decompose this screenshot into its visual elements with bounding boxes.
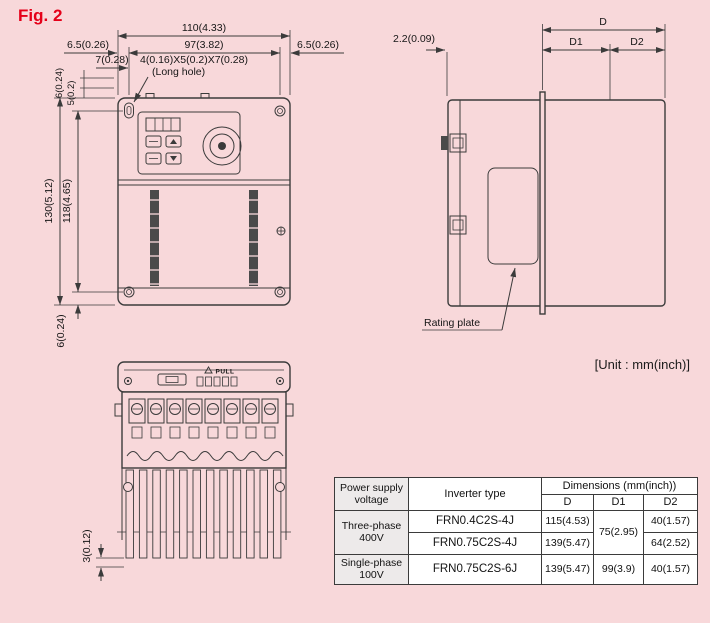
cell-d: 139(5.47): [541, 553, 594, 585]
side-view-dimensions: D D1 D2 2.2(0.09) Rating plate: [393, 16, 666, 331]
header-power-supply-voltage: Power supply voltage: [334, 477, 409, 511]
cell-inverter-type: FRN0.75C2S-4J: [408, 531, 542, 555]
keypad-dial: [202, 126, 242, 166]
bottom-view-dimensions: 3(0.12): [81, 529, 124, 581]
dim-top-small-1-label: 6(0.24): [54, 68, 65, 98]
heatsink-fins: [125, 469, 282, 559]
side-tab: [114, 403, 123, 417]
mounting-hole-bottom-right: [274, 286, 286, 298]
top-tab: [145, 93, 155, 99]
table-row: Single-phase 100V FRN0.75C2S-6J 139(5.47…: [334, 553, 698, 585]
pull-label: PULL: [216, 369, 235, 376]
vent-slot-right: [249, 190, 258, 286]
mounting-tab: [441, 136, 448, 150]
header-col-d1: D1: [593, 494, 644, 511]
mounting-hole-top-right: [274, 105, 286, 117]
top-tab: [200, 93, 210, 99]
cell-power-single-phase: Single-phase 100V: [334, 553, 409, 585]
header-col-d2: D2: [643, 494, 698, 511]
din-clip: [449, 215, 467, 235]
front-view: [117, 93, 291, 306]
cell-d: 115(4.53): [541, 509, 594, 533]
dim-fin-label: 3(0.12): [81, 529, 93, 562]
mounting-hole-bottom-left: [123, 286, 135, 298]
cell-power-three-phase: Three-phase 400V: [334, 509, 409, 555]
long-mounting-hole: [124, 102, 134, 119]
connector-row: [196, 376, 238, 387]
dimensions-table: Power supply voltage Inverter type Dimen…: [334, 477, 698, 585]
dim-depth-total-label: D: [599, 16, 607, 28]
cell-d: 139(5.47): [541, 531, 594, 555]
cover-screw: [276, 377, 284, 385]
keypad-button: [145, 135, 162, 148]
dim-height-inner-label: 118(4.65): [61, 179, 73, 223]
vent-slot-left: [150, 190, 159, 286]
cell-d2: 40(1.57): [643, 553, 698, 585]
dim-plate-thickness-label: 2.2(0.09): [393, 33, 435, 45]
latch: [157, 373, 187, 386]
bottom-view: PULL: [114, 361, 294, 559]
cover-screw: [124, 377, 132, 385]
dim-hole-offset-label: 7(0.28): [95, 54, 128, 66]
header-col-d: D: [541, 494, 594, 511]
table-row: Three-phase 400V FRN0.4C2S-4J 115(4.53) …: [334, 509, 698, 555]
figure-label: Fig. 2: [18, 6, 63, 25]
unit-note: [Unit : mm(inch)]: [594, 357, 690, 372]
terminal-blocks: [128, 398, 279, 439]
keypad-panel: [137, 111, 242, 175]
cell-inverter-type: FRN0.4C2S-4J: [408, 509, 542, 533]
dim-margin-left-label: 6.5(0.26): [67, 39, 109, 51]
dim-height-total-label: 130(5.12): [43, 179, 55, 224]
header-inverter-type: Inverter type: [408, 477, 542, 511]
dim-depth-front-label: D1: [569, 36, 583, 48]
mounting-hole: [275, 482, 285, 492]
dim-bottom-margin-label: 6(0.24): [55, 314, 67, 347]
cell-d1: 75(2.95): [593, 509, 644, 555]
mounting-flange: [539, 91, 546, 315]
keypad-down-button: [165, 152, 182, 165]
dim-width-total-label: 110(4.33): [182, 22, 226, 34]
wiring-squiggle: [126, 451, 284, 461]
rating-plate: [487, 167, 539, 265]
din-clip: [449, 133, 467, 153]
down-arrow-icon: [170, 156, 177, 161]
cell-inverter-type: FRN0.75C2S-6J: [408, 553, 542, 585]
mounting-hole: [123, 482, 133, 492]
table-row: FRN0.75C2S-4J 139(5.47) 64(2.52): [335, 531, 698, 555]
dim-margin-right-label: 6.5(0.26): [297, 39, 339, 51]
cell-d1: 99(3.9): [593, 553, 644, 585]
cell-d2: 64(2.52): [643, 531, 698, 555]
side-view: [441, 91, 666, 315]
cover-screw: [276, 226, 286, 236]
keypad-up-button: [165, 135, 182, 148]
front-view-dimensions: 110(4.33) 97(3.82) 6.5(0.26) 6.5(0.26) 7…: [43, 22, 344, 348]
up-arrow-icon: [170, 139, 177, 144]
header-dimensions: Dimensions (mm(inch)): [541, 477, 698, 495]
dim-top-small-2-label: 5(0.2): [66, 81, 77, 106]
long-hole-note-label: (Long hole): [152, 66, 205, 78]
cell-d2: 40(1.57): [643, 509, 698, 533]
dim-width-inner-label: 97(3.82): [184, 39, 223, 51]
rating-plate-label: Rating plate: [424, 317, 480, 329]
dim-depth-back-label: D2: [630, 36, 644, 48]
side-tab: [285, 403, 294, 417]
pull-triangle-icon: [204, 366, 213, 374]
dim-long-hole-label: 4(0.16)X5(0.2)X7(0.28): [140, 54, 248, 66]
keypad-button: [145, 152, 162, 165]
